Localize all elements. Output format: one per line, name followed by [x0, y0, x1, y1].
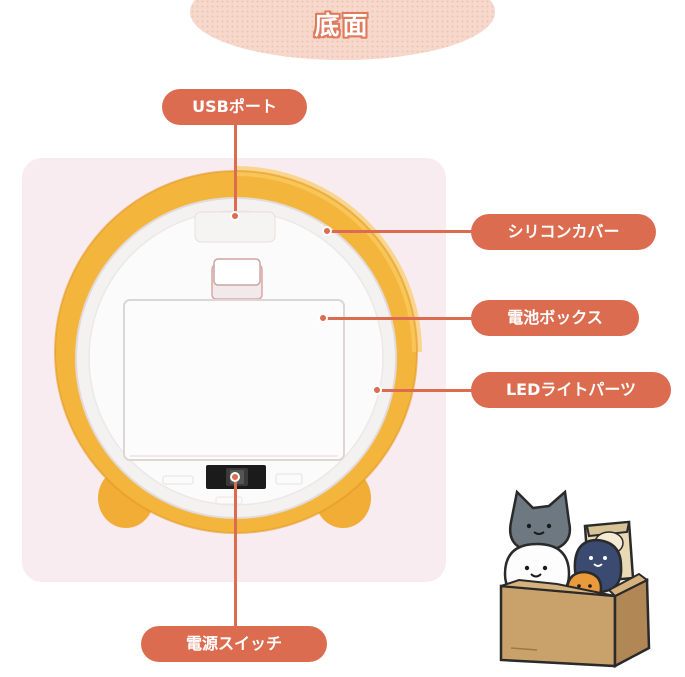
- power-switch-marker: [230, 472, 240, 482]
- led-parts-label: LEDライトパーツ: [471, 372, 671, 408]
- silicone-cover-leader-line: [327, 230, 473, 233]
- usb-port-label: USBポート: [162, 89, 307, 125]
- usb-port-leader-line: [234, 124, 237, 217]
- usb-port-marker: [230, 211, 240, 221]
- silicone-cover-label: シリコンカバー: [471, 214, 656, 250]
- silicone-cover-marker: [322, 226, 332, 236]
- power-switch-label: 電源スイッチ: [141, 626, 327, 662]
- page-title: 底面: [314, 11, 371, 40]
- battery-box: [123, 299, 345, 461]
- battery-box-leader-line: [323, 317, 473, 320]
- mascot-characters-illustration: [499, 489, 651, 669]
- battery-box-label: 電池ボックス: [471, 300, 639, 336]
- led-parts-leader-line: [377, 389, 473, 392]
- led-parts-marker: [372, 385, 382, 395]
- battery-box-marker: [318, 313, 328, 323]
- battery-latch: [213, 258, 261, 286]
- power-switch-leader-line: [234, 477, 237, 626]
